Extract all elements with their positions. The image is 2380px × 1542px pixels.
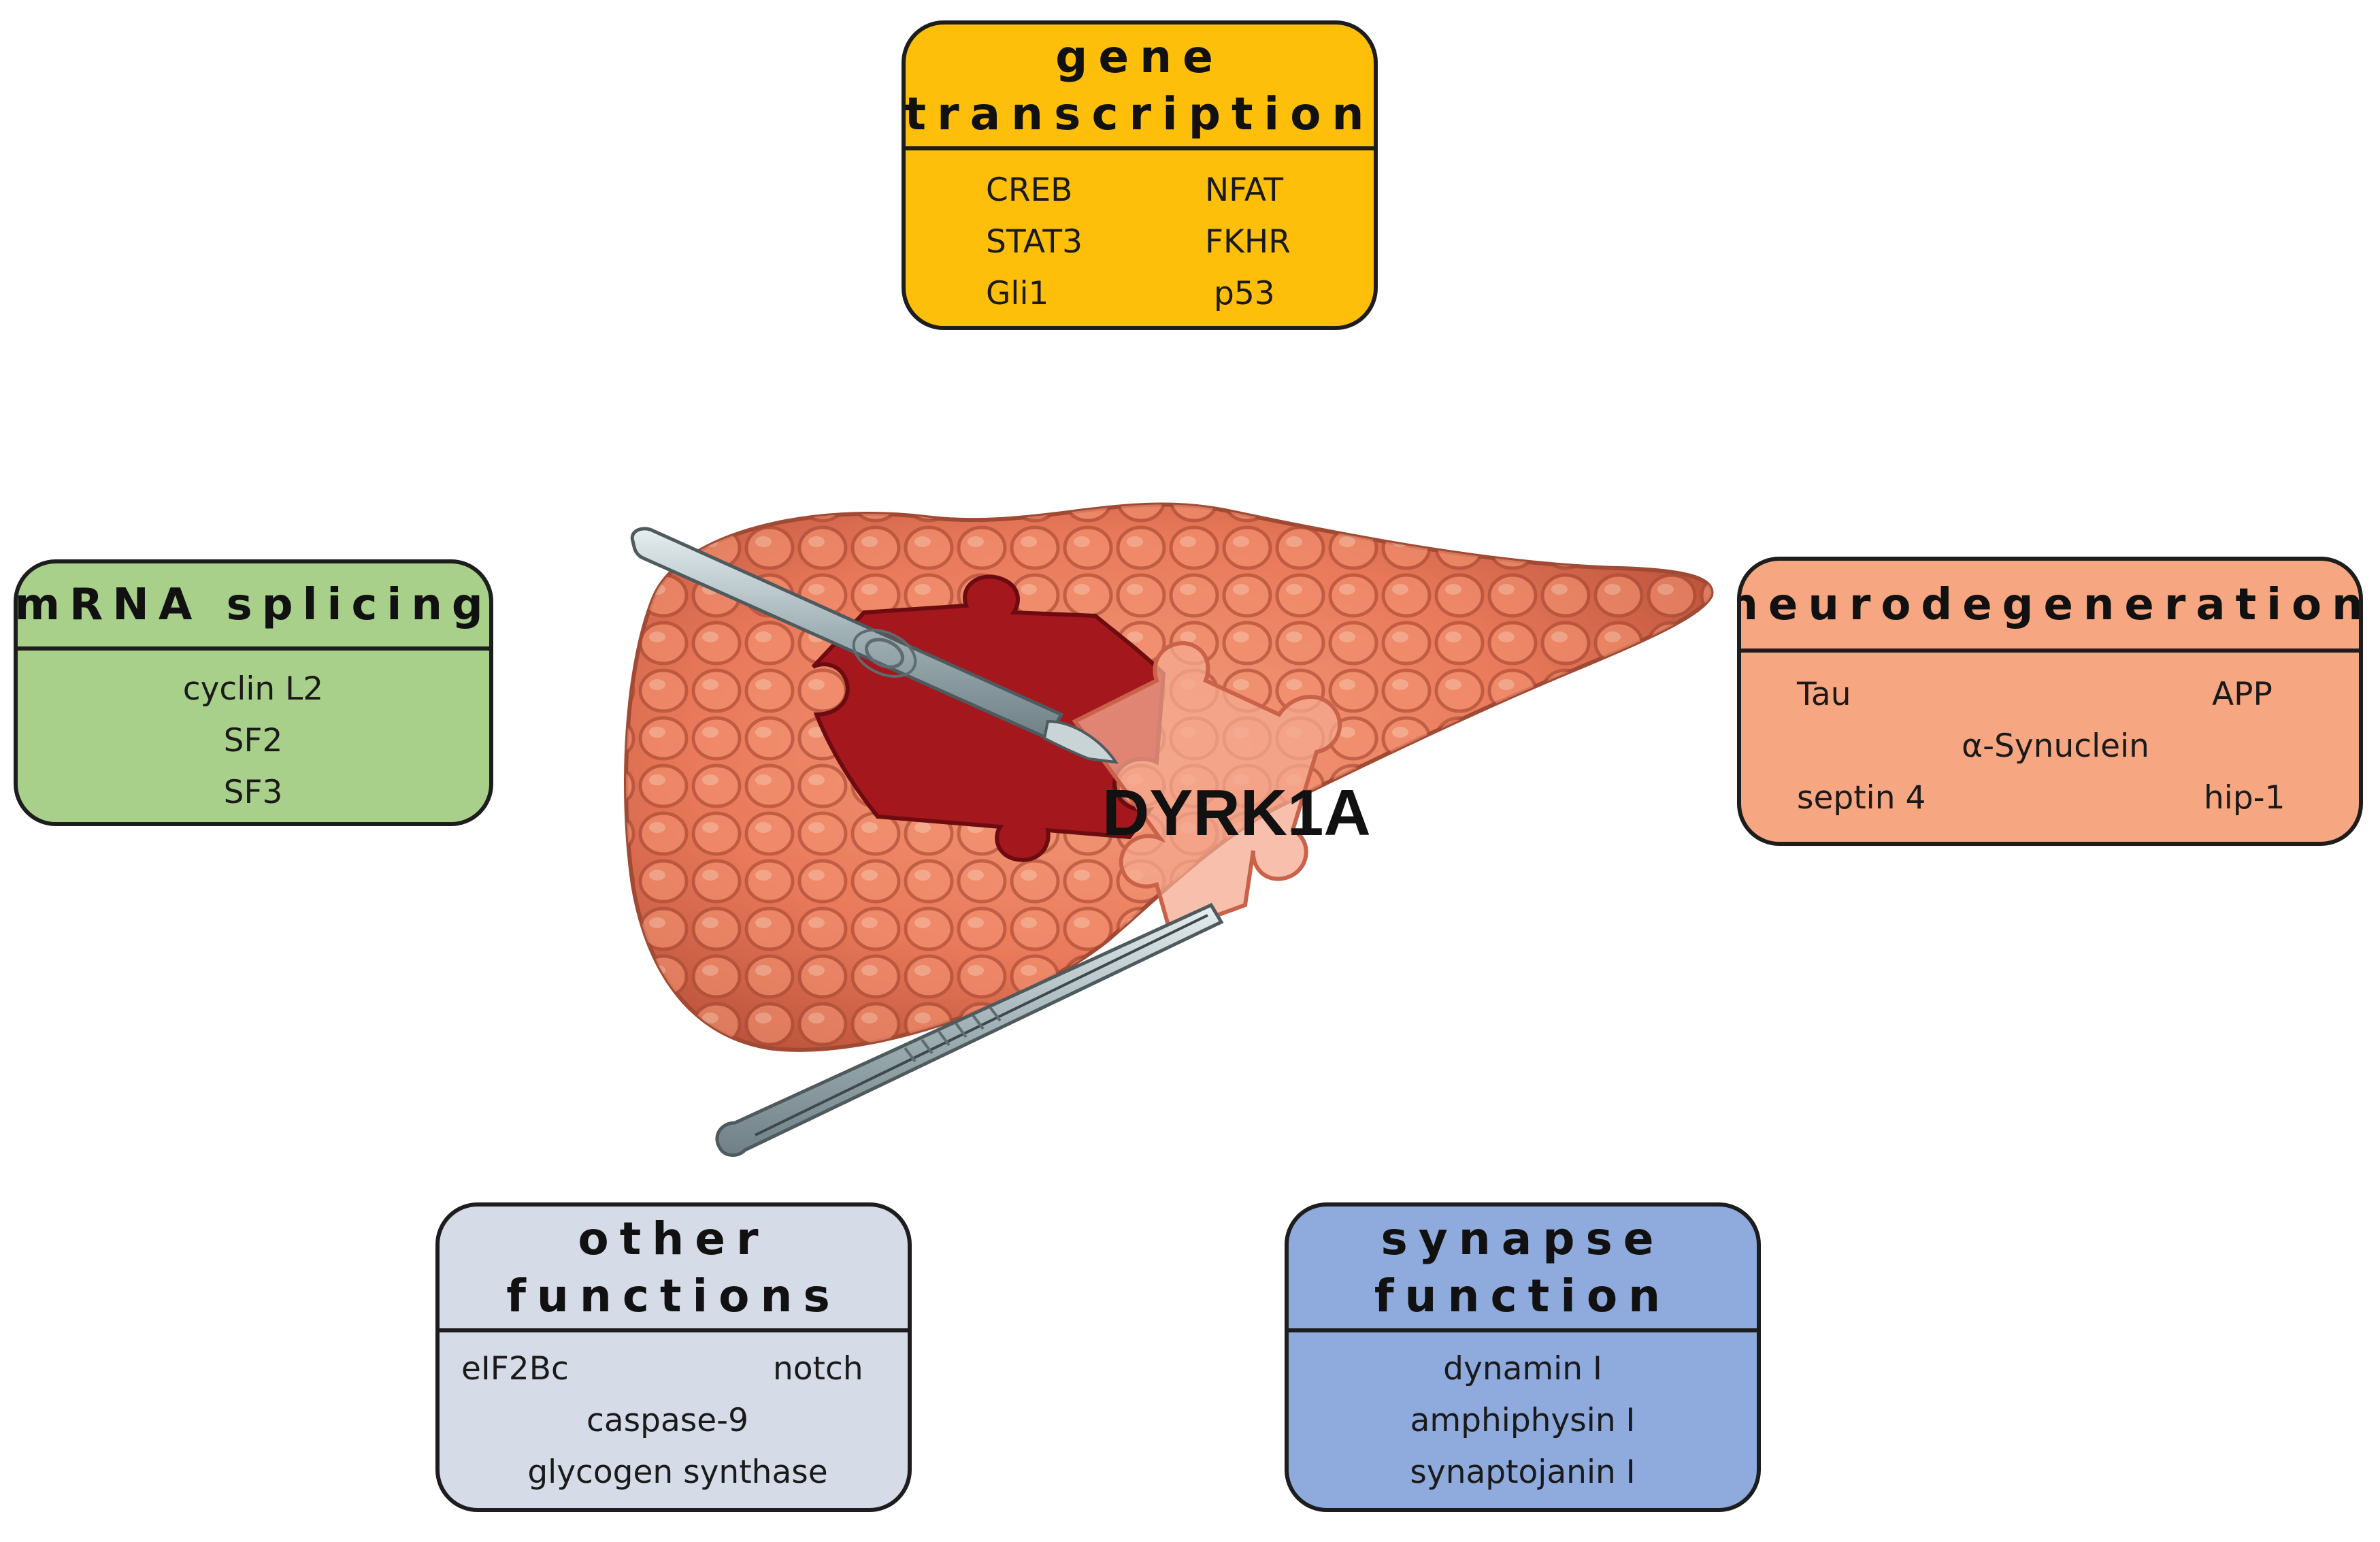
list-item: FKHR — [1205, 223, 1291, 261]
list-item: Tau — [1797, 676, 1851, 713]
list-item: CREB — [986, 171, 1073, 209]
title-line: function — [1374, 1269, 1672, 1322]
list-item: septin 4 — [1797, 779, 1926, 817]
list-item: SF3 — [223, 774, 283, 811]
list-item: synaptojanin I — [1410, 1454, 1636, 1491]
list-item: STAT3 — [986, 223, 1083, 261]
title-line: functions — [506, 1269, 841, 1322]
other-functions-box: other functions eIF2Bc notch caspase-9 g… — [435, 1202, 912, 1512]
list-item: APP — [2212, 676, 2272, 713]
list-item: notch — [773, 1350, 863, 1388]
list-item: SF2 — [223, 722, 283, 759]
list-item: p53 — [1214, 275, 1275, 312]
list-item: NFAT — [1205, 171, 1284, 209]
list-item: amphiphysin I — [1410, 1402, 1636, 1439]
title-line: other — [578, 1212, 770, 1265]
list-item: cyclin L2 — [182, 670, 324, 708]
other-functions-title: other functions — [440, 1207, 908, 1332]
list-item: glycogen synthase — [527, 1454, 828, 1491]
neurodegeneration-box: neurodegeneration Tau APP α-Synuclein se… — [1737, 557, 2363, 846]
scalpel-icon — [630, 527, 1119, 764]
puzzle-piece — [1072, 640, 1342, 935]
gene-transcription-box: gene transcription CREB NFAT STAT3 FKHR … — [902, 20, 1378, 330]
title-line: mRNA splicing — [14, 580, 493, 630]
neurodegeneration-title: neurodegeneration — [1741, 561, 2359, 653]
title-line: synapse — [1381, 1212, 1665, 1265]
title-line: transcription — [904, 87, 1375, 140]
list-item: hip-1 — [2204, 779, 2285, 817]
list-item: caspase-9 — [586, 1402, 749, 1439]
list-item: Gli1 — [986, 275, 1049, 312]
mrna-splicing-box: mRNA splicing cyclin L2 SF2 SF3 — [14, 559, 493, 826]
dyrk1a-label: DYRK1A — [1102, 776, 1371, 849]
gene-transcription-title: gene transcription — [906, 24, 1374, 150]
list-item: dynamin I — [1443, 1350, 1602, 1388]
list-item: α-Synuclein — [1962, 727, 2149, 765]
title-line: neurodegeneration — [1737, 579, 2363, 630]
synapse-function-box: synapse function dynamin I amphiphysin I… — [1285, 1202, 1761, 1512]
title-line: gene — [1055, 30, 1224, 83]
forceps-icon — [715, 902, 1224, 1157]
list-item: eIF2Bc — [461, 1350, 569, 1388]
mrna-splicing-title: mRNA splicing — [18, 563, 489, 651]
synapse-function-title: synapse function — [1289, 1207, 1757, 1332]
